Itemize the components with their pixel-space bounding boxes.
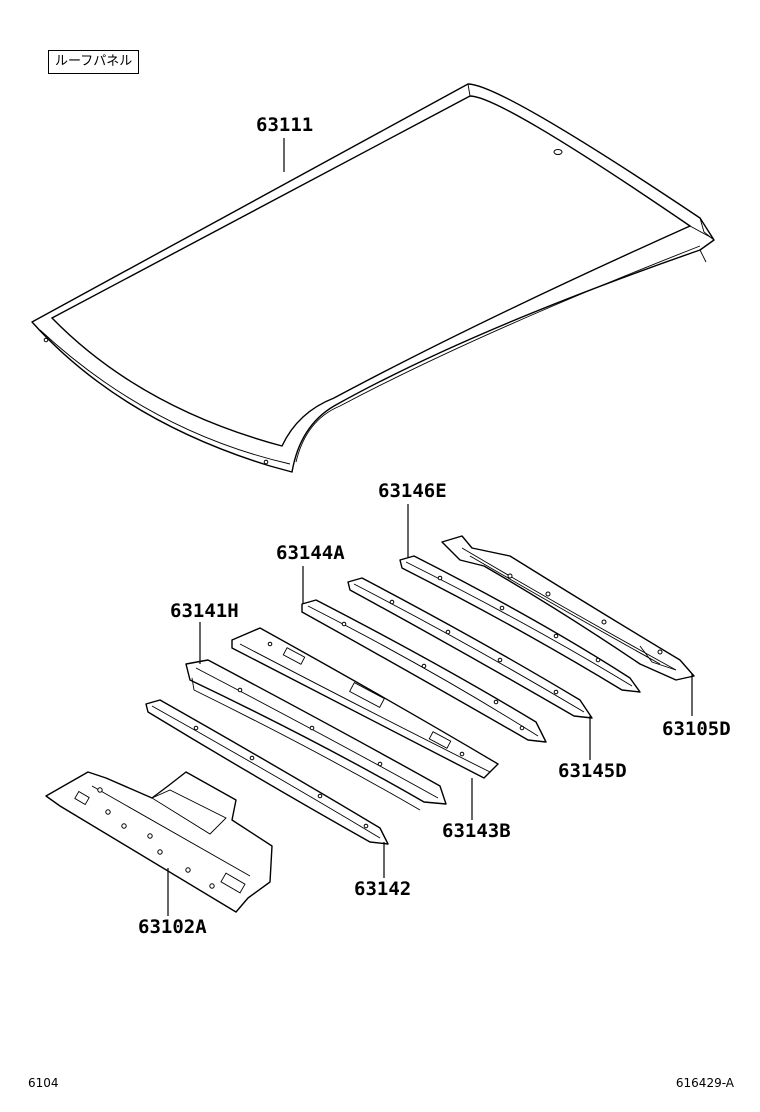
part-number-63105d: 63105D (662, 718, 731, 740)
part-number-63146e: 63146E (378, 480, 447, 502)
rail-63105d-drawing (441, 535, 695, 681)
part-number-63141h: 63141H (170, 600, 239, 622)
rail-63146e-drawing (399, 555, 641, 693)
part-number-63144a: 63144A (276, 542, 345, 564)
part-number-63142: 63142 (354, 878, 412, 900)
figure-code: 616429-A (675, 1076, 734, 1090)
page-code: 6104 (28, 1076, 59, 1090)
rail-63143b-drawing (231, 627, 499, 779)
rail-63145d-drawing (347, 577, 593, 719)
rail-63141h-drawing (185, 659, 447, 811)
part-number-63111: 63111 (256, 114, 314, 136)
leader-lines (167, 138, 693, 916)
rail-63144a-drawing (301, 599, 547, 743)
part-number-63145d: 63145D (558, 760, 627, 782)
part-number-63102a: 63102A (138, 916, 207, 938)
rail-63142-drawing (145, 699, 389, 845)
roof-panel-drawing (31, 83, 715, 473)
section-title: ルーフパネル (48, 50, 140, 74)
panel-63102a-drawing (45, 771, 273, 913)
part-number-63143b: 63143B (442, 820, 511, 842)
